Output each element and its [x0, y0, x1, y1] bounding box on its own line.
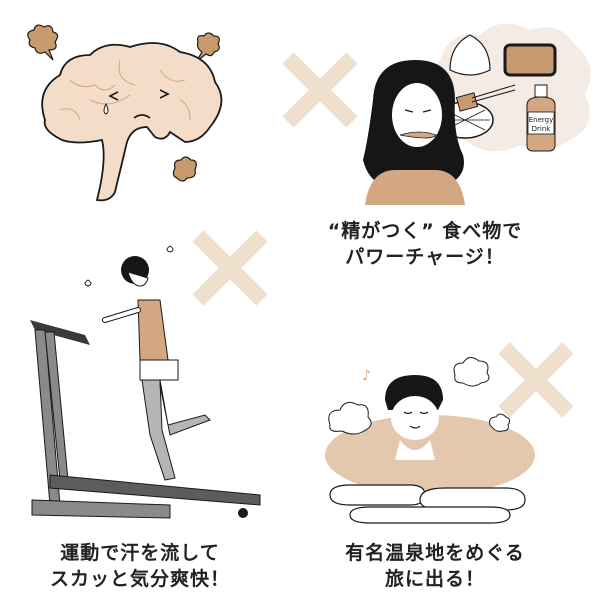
caption-stamina-food: “精がつく” 食べ物で パワーチャージ！	[327, 220, 523, 268]
brain-shape	[41, 42, 223, 202]
cross-icon	[498, 342, 574, 418]
cross-icon	[192, 230, 268, 306]
svg-text:Drink: Drink	[532, 125, 552, 133]
hot-spring-illustration: ♪	[325, 357, 535, 524]
treadmill-icon	[30, 320, 261, 519]
brain-icon	[27, 24, 223, 202]
eel-tray-icon	[503, 43, 557, 77]
runner-figure	[102, 256, 211, 481]
food-bubble: Energy Drink	[433, 23, 591, 152]
svg-text:Energy: Energy	[529, 116, 554, 124]
caption-exercise: 運動で汗を流して スカッと気分爽快！	[49, 542, 230, 590]
woman-eating-figure	[363, 60, 465, 205]
caption-hot-spring: 有名温泉地をめぐる 旅に出る！	[345, 542, 525, 590]
treadmill-runner-illustration	[30, 245, 261, 519]
music-note-icon: ♪	[362, 368, 371, 384]
cross-icon	[282, 52, 358, 128]
dumpling-icon	[449, 34, 491, 76]
energy-drink-icon: Energy Drink	[526, 84, 556, 152]
